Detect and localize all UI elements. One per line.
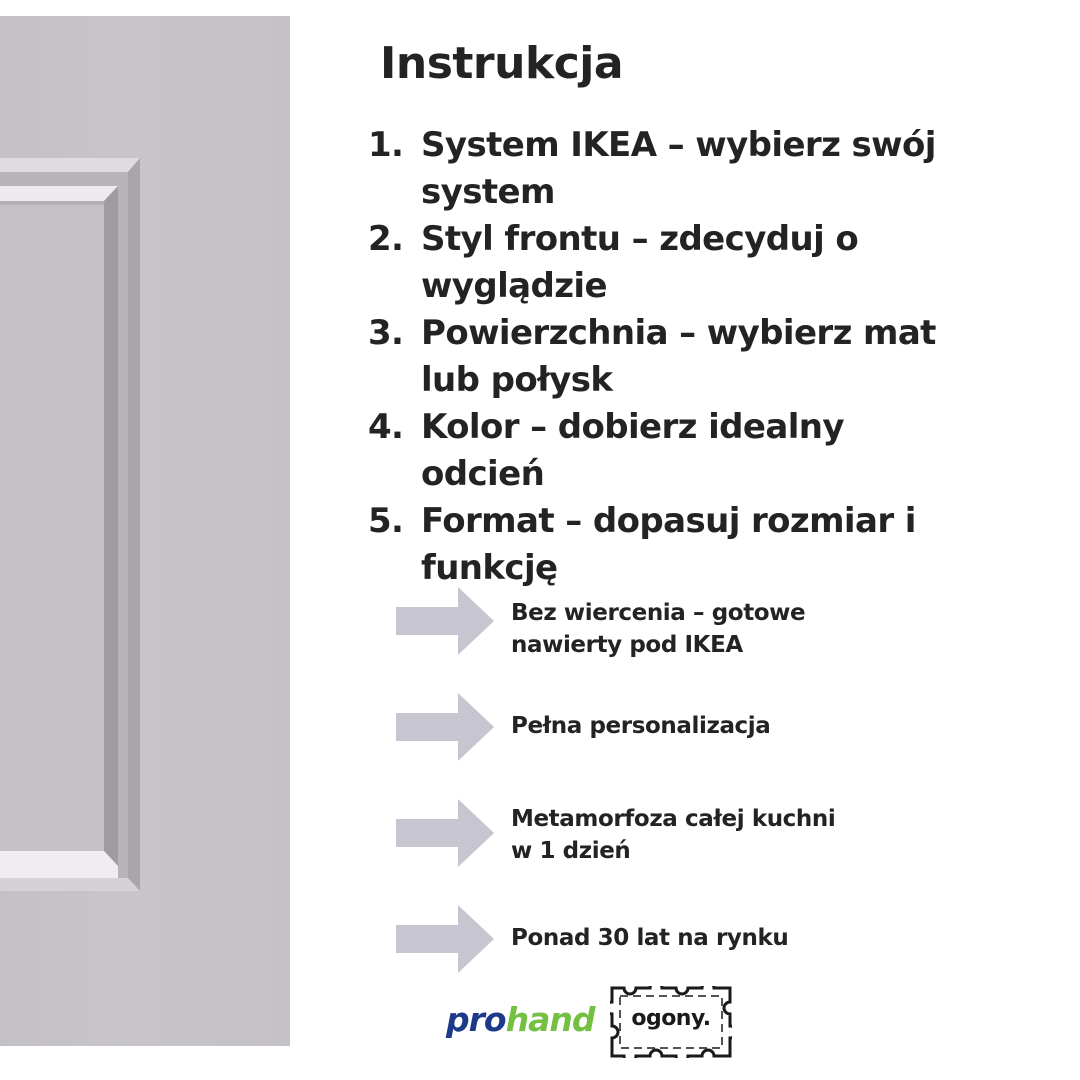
- page-title: Instrukcja: [380, 38, 624, 89]
- prohand-logo-pro: pro: [446, 1000, 507, 1039]
- feature-personalization: Pełna personalizacja: [396, 693, 1016, 761]
- step-text: Format – dopasuj rozmiar i funkcję: [421, 501, 916, 588]
- step-text: Powierzchnia – wybierz mat lub połysk: [421, 313, 936, 400]
- list-item: 4. Kolor – dobierz idealny odcień: [368, 404, 968, 498]
- feature-experience: Ponad 30 lat na rynku: [396, 905, 1016, 973]
- feature-metamorphosis: Metamorfoza całej kuchni w 1 dzień: [396, 799, 1016, 867]
- prohand-logo-hand: hand: [505, 1000, 596, 1039]
- arrow-right-icon: [396, 799, 494, 867]
- door-panel-drawing: [0, 158, 140, 891]
- step-number: 5.: [368, 501, 404, 541]
- feature-text: Pełna personalizacja: [511, 713, 771, 739]
- arrow-right-icon: [396, 905, 494, 973]
- arrow-right-icon: [396, 693, 494, 761]
- step-number: 1.: [368, 125, 404, 165]
- step-text: System IKEA – wybierz swój system: [421, 125, 936, 212]
- feature-no-drilling: Bez wiercenia – gotowe nawierty pod IKEA: [396, 587, 1016, 658]
- puzzle-frame-icon: [610, 986, 732, 1058]
- feature-text: Ponad 30 lat na rynku: [511, 925, 789, 951]
- step-number: 2.: [368, 219, 404, 259]
- step-text: Styl frontu – zdecyduj o wyglądzie: [421, 219, 859, 306]
- list-item: 1. System IKEA – wybierz swój system: [368, 122, 968, 216]
- instruction-steps-list: 1. System IKEA – wybierz swój system 2. …: [368, 122, 968, 592]
- step-number: 3.: [368, 313, 404, 353]
- list-item: 3. Powierzchnia – wybierz mat lub połysk: [368, 310, 968, 404]
- feature-text: Metamorfoza całej kuchni w 1 dzień: [511, 806, 836, 864]
- step-text: Kolor – dobierz idealny odcień: [421, 407, 845, 494]
- ogony-logo-text: ogony.: [631, 1006, 711, 1031]
- arrow-right-icon: [396, 587, 494, 655]
- feature-text: Bez wiercenia – gotowe nawierty pod IKEA: [511, 600, 806, 658]
- ogony-logo: ogony.: [610, 986, 732, 1058]
- list-item: 5. Format – dopasuj rozmiar i funkcję: [368, 498, 968, 592]
- list-item: 2. Styl frontu – zdecyduj o wyglądzie: [368, 216, 968, 310]
- cabinet-door-photo: [0, 16, 290, 1046]
- step-number: 4.: [368, 407, 404, 447]
- prohand-logo: prohand: [446, 1000, 596, 1040]
